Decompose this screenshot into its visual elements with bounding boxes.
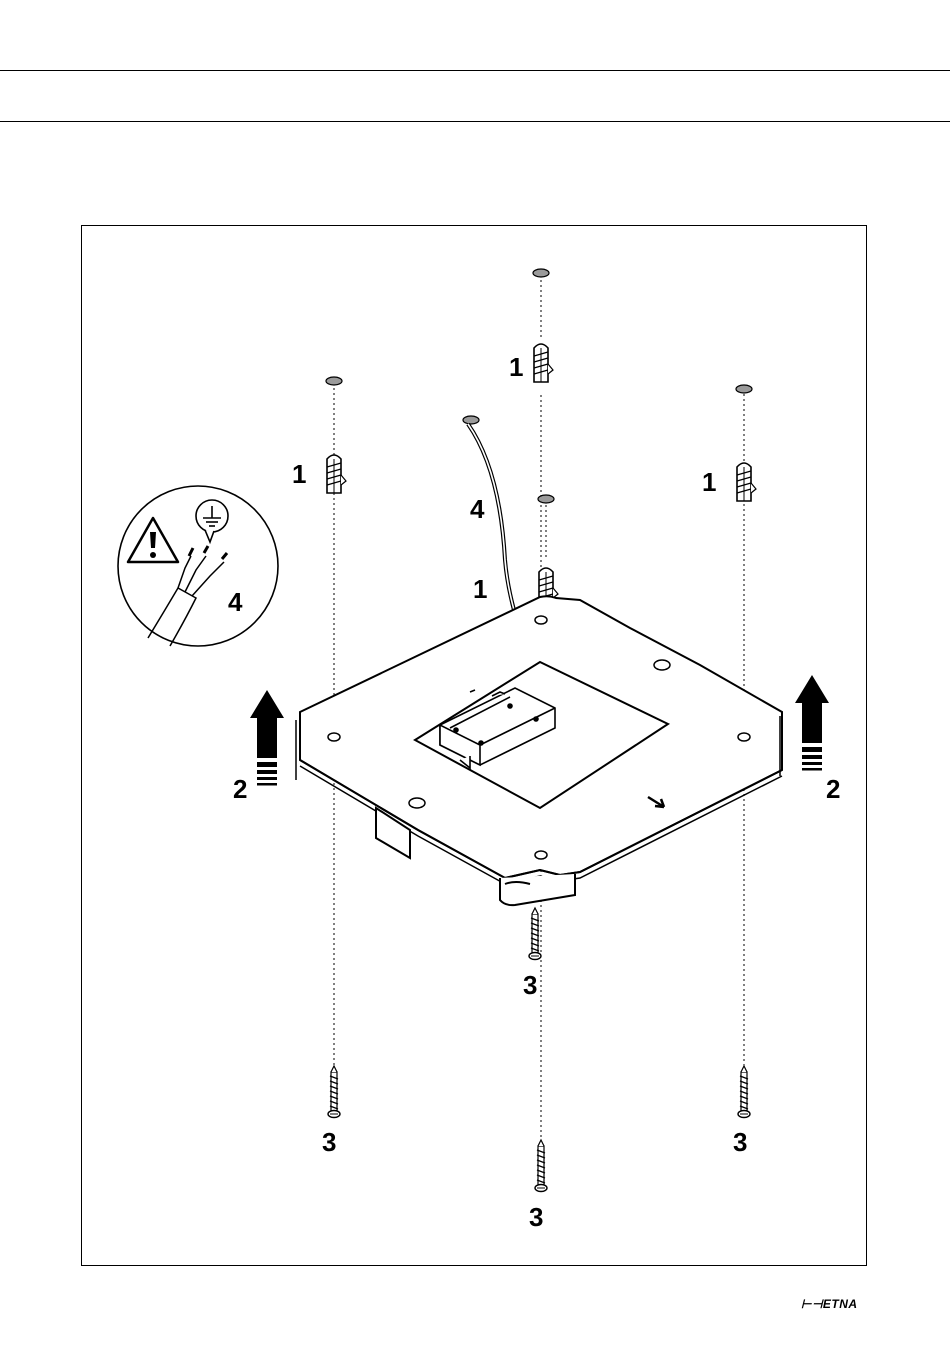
callout-3-left: 3 <box>322 1127 336 1157</box>
callout-3-center-lower: 3 <box>529 1202 543 1232</box>
ceiling-hole-center <box>538 495 554 503</box>
screw-center-upper <box>529 908 541 960</box>
cable-entry-hole <box>463 416 479 424</box>
callout-2-right: 2 <box>826 774 840 804</box>
callout-1-left: 1 <box>292 459 306 489</box>
screw-left <box>328 1066 340 1118</box>
screw-right <box>738 1066 750 1118</box>
lift-arrow-left-icon <box>250 690 284 786</box>
brand-logo-text: ETNA <box>823 1297 858 1311</box>
wall-plug-top <box>534 344 553 382</box>
callout-1-right: 1 <box>702 467 716 497</box>
callout-1-top: 1 <box>509 352 523 382</box>
brand-logo-mark-icon: ⊢⊣ <box>801 1297 823 1311</box>
screw-center-lower <box>535 1140 547 1192</box>
callout-1-center: 1 <box>473 574 487 604</box>
earth-warning-inset <box>118 486 278 646</box>
brand-logo: ⊢⊣ETNA <box>801 1297 858 1311</box>
ceiling-hole-top <box>533 269 549 277</box>
lift-arrow-right-icon <box>795 675 829 771</box>
wall-plug-right <box>737 463 756 501</box>
callout-2-left: 2 <box>233 774 247 804</box>
callout-4-cable: 4 <box>470 494 485 524</box>
callout-3-right: 3 <box>733 1127 747 1157</box>
ceiling-hole-left <box>326 377 342 385</box>
callout-3-center-upper: 3 <box>523 970 537 1000</box>
ceiling-hole-right <box>736 385 752 393</box>
wall-plug-left <box>327 455 346 493</box>
callout-4-inset: 4 <box>228 587 243 617</box>
